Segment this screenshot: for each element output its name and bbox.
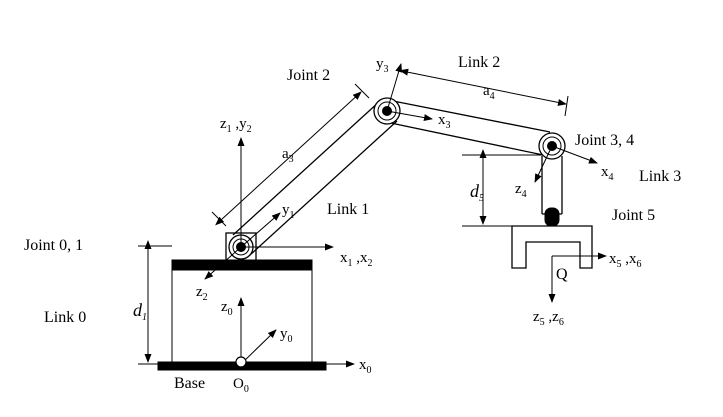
d5-label: d5	[470, 181, 484, 204]
x1-x2-label: x1 ,x2	[340, 250, 373, 269]
z2-label: z2	[196, 284, 208, 303]
a3-label: a3	[282, 146, 294, 165]
q-label: Q	[556, 266, 568, 283]
link-3-bar	[541, 156, 563, 215]
x5-x6-label: x5 ,x6	[609, 251, 642, 270]
joint-34-ring	[542, 136, 562, 156]
z5-z6-label: z5 ,z6	[533, 309, 564, 328]
link-2-bar	[385, 99, 551, 157]
z0-label: z0	[221, 299, 233, 318]
y1-label: y1	[282, 202, 295, 221]
x4-label: x4	[601, 164, 614, 183]
joint-2-ring	[377, 101, 397, 121]
y3-label: y3	[376, 56, 389, 75]
z4-axis	[534, 145, 553, 183]
z2-axis	[204, 246, 242, 280]
y3-axis	[386, 63, 403, 112]
joint-2-label: Joint 2	[287, 67, 330, 84]
link-0-label: Link 0	[44, 309, 86, 326]
x0-label: x0	[359, 357, 372, 376]
origin-o0-marker	[235, 356, 247, 368]
a4-label: a4	[483, 83, 495, 102]
base-label: Base	[174, 375, 205, 392]
joint-34-label: Joint 3, 4	[575, 132, 634, 149]
y0-axis	[240, 329, 277, 365]
z1-y2-label: z1 ,y2	[220, 116, 252, 135]
d1-label: d1	[133, 300, 147, 323]
x3-axis	[386, 110, 433, 122]
y0-label: y0	[280, 326, 293, 345]
y1-axis	[240, 212, 281, 248]
link-0-body	[171, 269, 313, 363]
joint-01-label: Joint 0, 1	[24, 237, 83, 254]
x3-label: x3	[438, 112, 451, 131]
link-1-label: Link 1	[327, 201, 369, 218]
joint-5-pill	[544, 207, 560, 227]
a3-dimension-line	[215, 91, 362, 226]
o0-label: O0	[233, 376, 249, 395]
x4-axis	[551, 145, 598, 164]
link-3-label: Link 3	[639, 168, 681, 185]
link-0-top-plate	[171, 259, 313, 270]
z4-label: z4	[515, 181, 527, 200]
joint-5-label: Joint 5	[612, 207, 655, 224]
gripper	[511, 225, 593, 269]
a4-dimension-line	[399, 68, 567, 106]
link-2-label: Link 2	[458, 54, 500, 71]
